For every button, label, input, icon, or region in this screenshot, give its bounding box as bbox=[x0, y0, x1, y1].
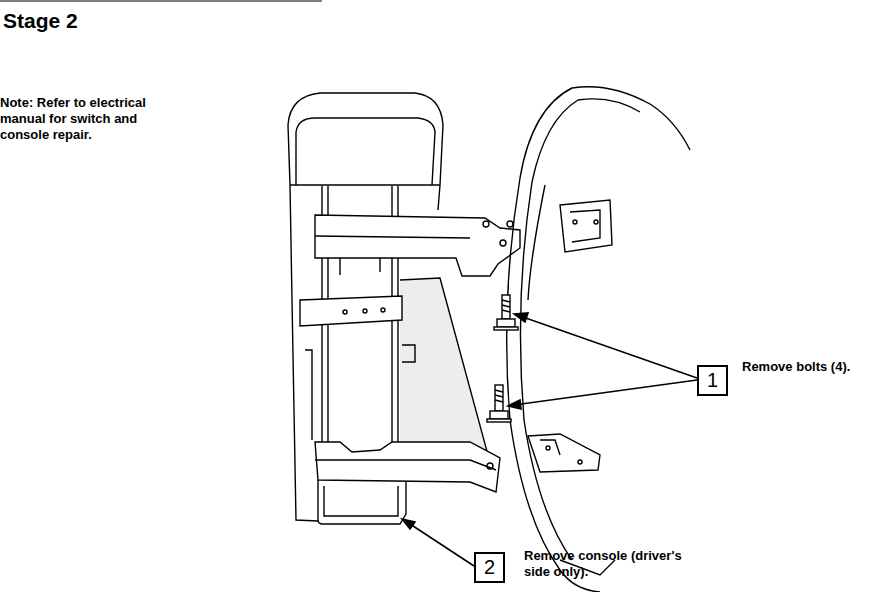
console bbox=[318, 480, 406, 524]
instruction-text: Remove console (driver's side only). bbox=[524, 548, 684, 580]
page-title: Stage 2 bbox=[3, 8, 78, 34]
callout-number: 1 bbox=[707, 369, 718, 392]
cab-body bbox=[507, 87, 690, 592]
leader-arrow bbox=[402, 313, 697, 566]
callout-box: 1 bbox=[697, 365, 728, 396]
callout-box: 2 bbox=[474, 552, 505, 583]
instruction-text: Remove bolts (4). bbox=[742, 359, 876, 375]
upper-bracket bbox=[315, 215, 520, 276]
note-text: Note: Refer to electrical manual for swi… bbox=[0, 95, 185, 143]
middle-strap bbox=[300, 296, 402, 326]
callout-number: 2 bbox=[484, 556, 495, 579]
lower-bracket bbox=[315, 442, 500, 492]
top-rule bbox=[0, 1, 322, 2]
